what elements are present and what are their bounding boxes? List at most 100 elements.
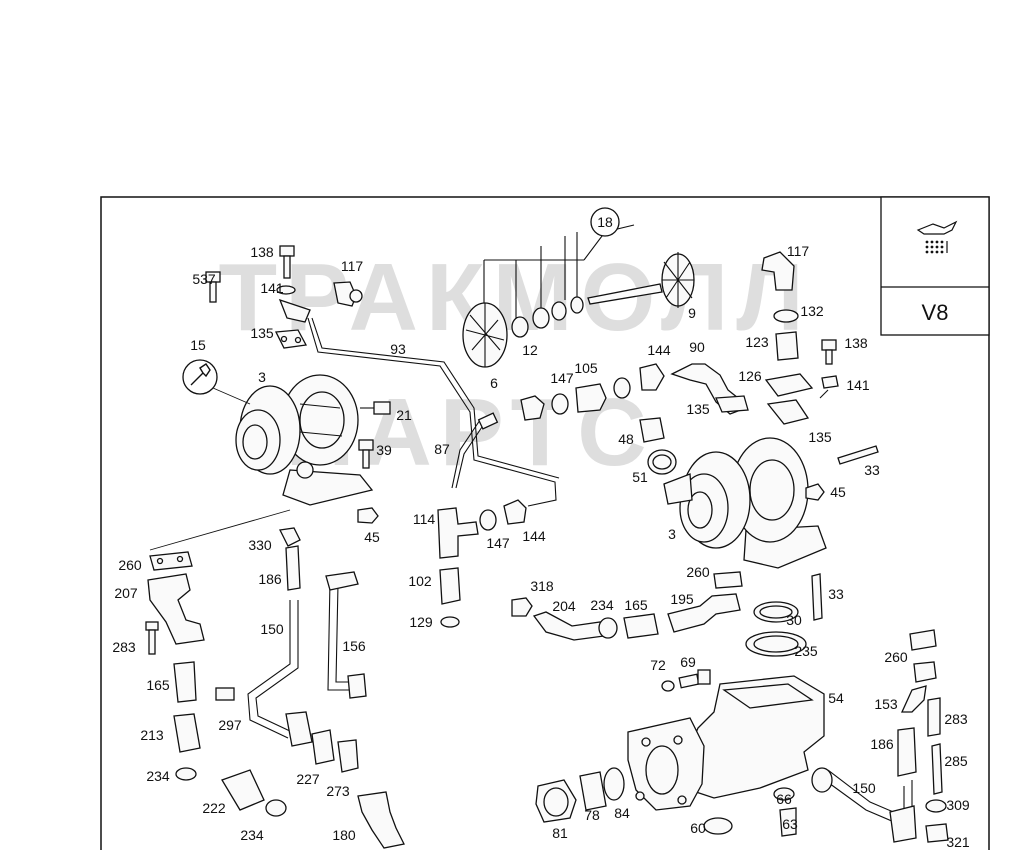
part-label: 213 — [140, 727, 164, 743]
part-label: 207 — [114, 585, 138, 601]
part-label: 222 — [202, 800, 226, 816]
part-label: 117 — [341, 258, 364, 274]
part-label: 165 — [146, 677, 170, 693]
washer-141 — [276, 285, 296, 295]
part-label: 15 — [190, 337, 206, 353]
elbow-180 — [357, 791, 405, 849]
part-label: 66 — [776, 791, 792, 807]
watermark-line1: ТРАКМОЛЛ — [218, 244, 811, 351]
elbow-117-right — [761, 251, 795, 291]
pipe-156 — [325, 571, 367, 699]
hose-204 — [532, 611, 605, 641]
t-fitting-114 — [437, 499, 527, 559]
part-label: 117 — [787, 243, 810, 259]
part-label: 87 — [434, 441, 450, 457]
part-label: 3 — [668, 526, 676, 542]
turbocharger-right — [663, 437, 827, 569]
part-label: 135 — [250, 325, 274, 341]
pipe-195 — [667, 593, 741, 633]
part-label: 33 — [864, 462, 880, 478]
part-label: 144 — [647, 342, 671, 358]
part-label: 297 — [218, 717, 242, 733]
bush-12 — [511, 296, 584, 338]
part-label: 321 — [946, 834, 970, 850]
part-label: 78 — [584, 807, 600, 823]
part-label: 153 — [874, 696, 898, 712]
elbow-117-left — [333, 281, 363, 307]
part-label: 21 — [396, 407, 412, 423]
turbocharger-left — [235, 374, 374, 506]
part-label: 102 — [408, 573, 432, 589]
part-label: 283 — [112, 639, 136, 655]
gasket-260-left — [149, 551, 193, 571]
part-label: 165 — [624, 597, 648, 613]
part-label: 45 — [830, 484, 846, 500]
part-label: 3 — [258, 369, 266, 385]
part-label: 12 — [522, 342, 538, 358]
part-label: 235 — [794, 643, 818, 659]
part-label: 126 — [738, 368, 762, 384]
part-label: 138 — [250, 244, 274, 260]
part-label: 105 — [574, 360, 598, 376]
part-label: 186 — [870, 736, 894, 752]
bolt-138 — [279, 245, 295, 279]
part-label: 123 — [745, 334, 769, 350]
diagram-frame — [100, 196, 990, 850]
part-label: 150 — [260, 621, 284, 637]
part-label: 260 — [686, 564, 710, 580]
fittings-middle — [520, 363, 749, 421]
shaft-9 — [587, 252, 695, 308]
part-label: 60 — [690, 820, 706, 836]
part-label: 273 — [326, 783, 350, 799]
engine-badge: V8 — [922, 300, 949, 325]
part-labels: 1385371411171351532139938745126914414710… — [112, 243, 970, 850]
part-label: 141 — [846, 377, 870, 393]
part-label: 234 — [240, 827, 264, 843]
part-label: 129 — [409, 614, 433, 630]
part-label: 39 — [376, 442, 392, 458]
part-label: 147 — [550, 370, 574, 386]
part-label: 51 — [632, 469, 648, 485]
part-label: 33 — [828, 586, 844, 602]
part-label: 147 — [486, 535, 510, 551]
part-label: 537 — [192, 271, 216, 287]
part-label: 234 — [590, 597, 614, 613]
part-label: 260 — [118, 557, 142, 573]
part-label: 234 — [146, 768, 170, 784]
bolt-537 — [205, 271, 221, 303]
part-label: 260 — [884, 649, 908, 665]
part-label: 138 — [844, 335, 868, 351]
part-label: 63 — [782, 816, 798, 832]
group-label: 18 — [597, 214, 613, 230]
part-label: 285 — [944, 753, 968, 769]
part-label: 330 — [248, 537, 272, 553]
wrench-icon — [182, 359, 218, 395]
pipe-150-left — [247, 600, 299, 739]
part-label: 30 — [786, 612, 802, 628]
part-label: 90 — [689, 339, 705, 355]
part-label: 135 — [808, 429, 832, 445]
part-label: 283 — [944, 711, 968, 727]
part-label: 93 — [390, 341, 406, 357]
flange-135 — [274, 298, 311, 349]
part-label: 48 — [618, 431, 634, 447]
housing-54 — [627, 675, 825, 811]
part-label: 45 — [364, 529, 380, 545]
part-label: 69 — [680, 654, 696, 670]
part-label: 227 — [296, 771, 320, 787]
part-label: 135 — [686, 401, 710, 417]
engine-badge-box: V8 — [880, 196, 990, 336]
part-label: 180 — [332, 827, 356, 843]
part-label: 54 — [828, 690, 844, 706]
part-label: 204 — [552, 598, 576, 614]
part-label: 309 — [946, 797, 970, 813]
part-label: 84 — [614, 805, 630, 821]
part-label: 9 — [688, 305, 696, 321]
part-label: 81 — [552, 825, 568, 841]
part-label: 156 — [342, 638, 366, 654]
part-label: 6 — [490, 375, 498, 391]
elbow-207 — [147, 573, 205, 645]
part-label: 141 — [260, 280, 284, 296]
part-label: 132 — [800, 303, 824, 319]
